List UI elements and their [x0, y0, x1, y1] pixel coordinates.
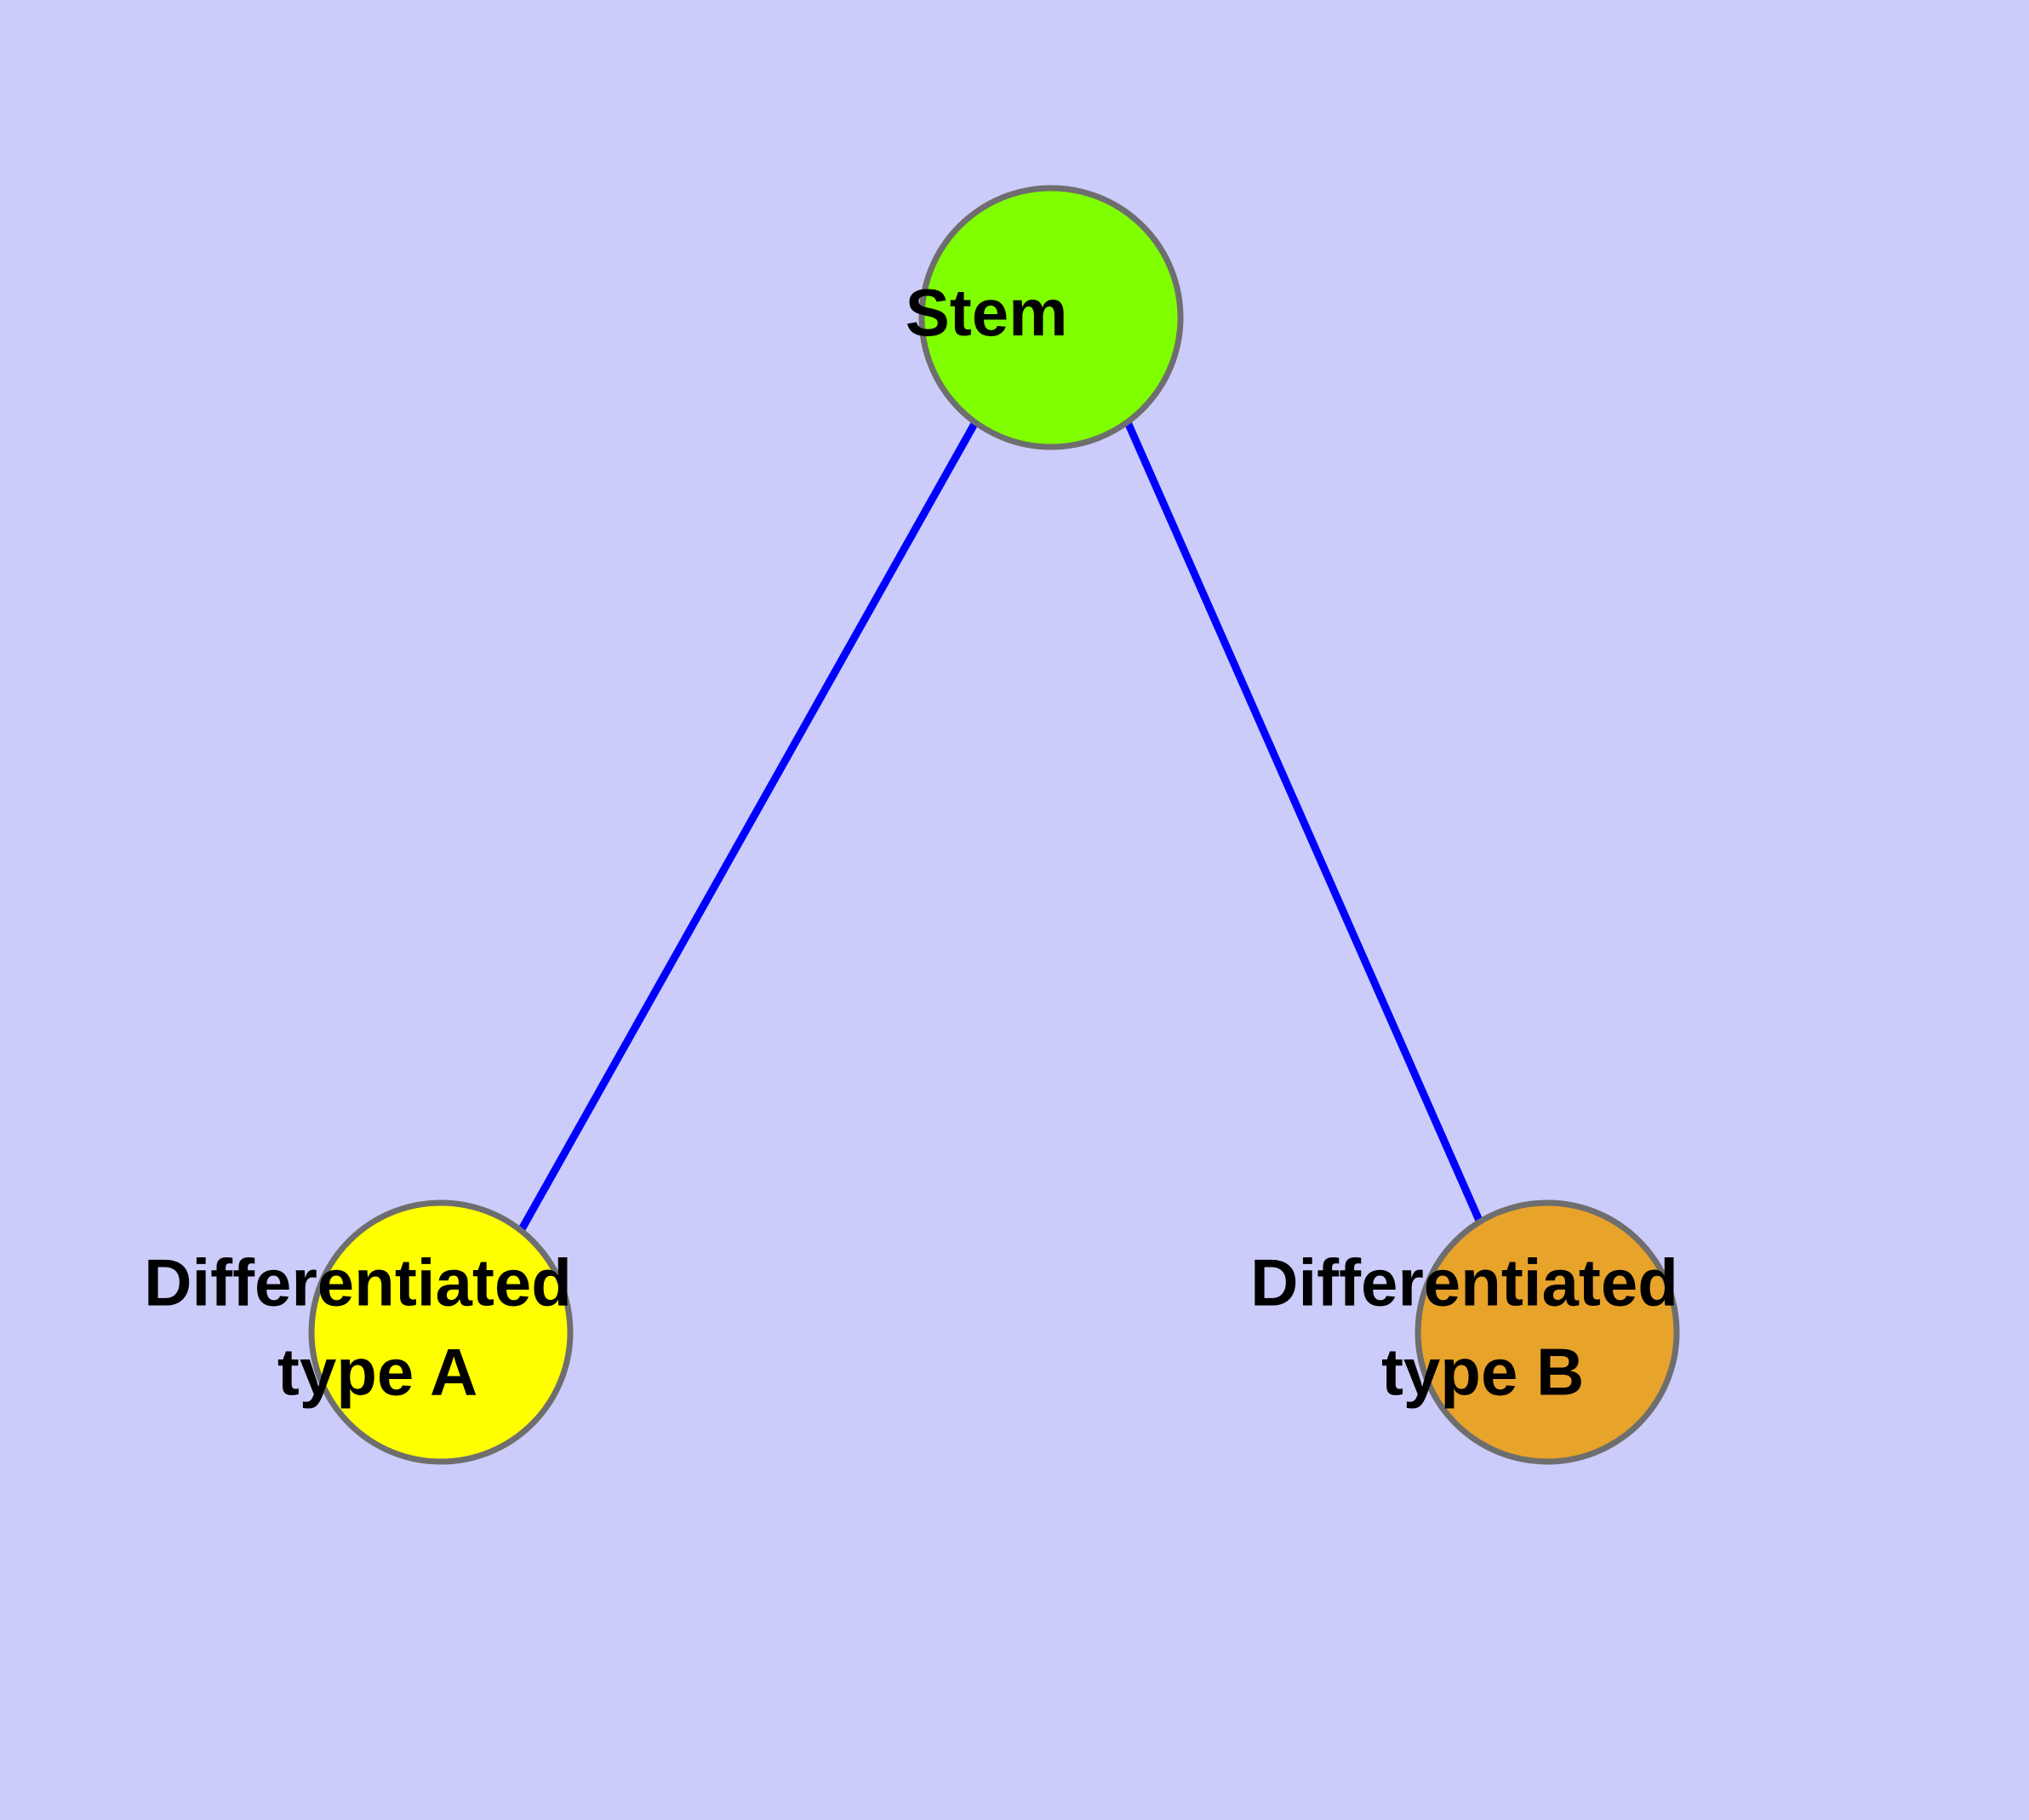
node-differentiated-type-a-label-line-2: type A: [277, 1334, 477, 1409]
node-differentiated-type-b-label-line-1: Differentiated: [1250, 1245, 1678, 1319]
node-differentiated-type-b-circle[interactable]: [1415, 1199, 1680, 1465]
node-differentiated-type-a-circle[interactable]: [308, 1199, 574, 1465]
edge-stem-to-differentiated-type-b: [1123, 421, 1484, 1224]
nodes-layer: [308, 185, 1680, 1465]
node-differentiated-type-a-label: Differentiated type A: [144, 1245, 738, 1409]
node-stem-circle[interactable]: [918, 185, 1184, 450]
edges-layer: [518, 420, 1484, 1232]
node-differentiated-type-b[interactable]: [1415, 1199, 1680, 1465]
labels-layer: Stem Differentiated type A Differentiate…: [144, 275, 1844, 1410]
node-differentiated-type-b-label-line-2: type B: [1381, 1334, 1584, 1409]
node-differentiated-type-b-label: Differentiated type B: [1250, 1245, 1844, 1409]
node-stem-label-line-1: Stem: [906, 275, 1068, 350]
node-stem-label: Stem: [906, 275, 1197, 350]
node-differentiated-type-a-label-line-1: Differentiated: [144, 1245, 572, 1319]
node-differentiated-type-a[interactable]: [308, 1199, 574, 1465]
edge-stem-to-differentiated-type-a: [518, 420, 979, 1232]
node-stem[interactable]: [918, 185, 1184, 450]
